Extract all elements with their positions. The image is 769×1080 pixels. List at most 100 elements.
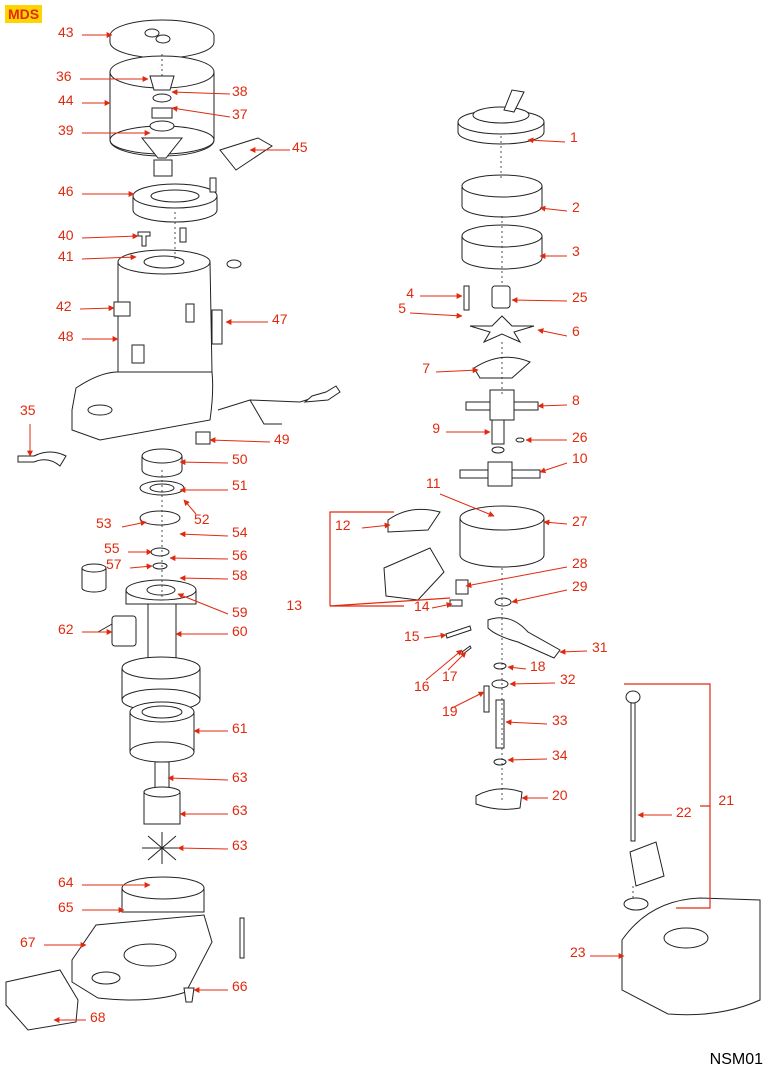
leader-line-25	[511, 297, 568, 304]
washer	[491, 446, 505, 454]
callout-label-67: 67	[20, 934, 36, 950]
screw	[179, 227, 187, 243]
washer	[152, 93, 172, 103]
motor-stator-top	[121, 656, 201, 680]
left-grinder-assembly	[5, 19, 341, 1031]
callout-label-42: 42	[56, 298, 72, 314]
body-top-hole	[143, 255, 185, 269]
leader-line-27	[543, 519, 568, 526]
doser-body-top	[459, 505, 545, 531]
stator-bore	[141, 705, 183, 719]
long-screw	[239, 917, 245, 959]
doser-lid-top	[472, 106, 530, 124]
callout-label-45: 45	[292, 139, 308, 155]
base-housing	[71, 371, 214, 441]
callout-label-11: 11	[426, 475, 441, 491]
tamper-disc	[623, 897, 649, 911]
callout-label-23: 23	[570, 944, 586, 960]
callout-label-40: 40	[58, 227, 74, 243]
regulator-plate	[219, 137, 273, 171]
lid-hole	[155, 34, 171, 44]
leader-line-15	[423, 632, 447, 639]
capacitor-cap-top	[81, 563, 107, 573]
callout-label-63b: 63	[232, 802, 248, 818]
callout-label-14: 14	[414, 598, 430, 614]
callout-label-33: 33	[552, 712, 568, 728]
callout-label-27: 27	[572, 513, 588, 529]
pin	[463, 285, 470, 311]
leader-line-42	[79, 305, 115, 312]
capacitor-wire	[97, 623, 113, 633]
leader-line-56	[169, 555, 229, 562]
rod-knob	[625, 690, 641, 704]
callout-label-1: 1	[570, 129, 578, 145]
plug	[303, 385, 341, 403]
callout-label-55: 55	[104, 540, 120, 556]
capacitor	[111, 615, 137, 647]
callout-label-6: 6	[572, 323, 580, 339]
spout-cover	[387, 508, 441, 533]
leader-line-6	[537, 328, 568, 337]
leader-line-29	[511, 589, 568, 604]
leader-line-5	[409, 312, 463, 319]
lever-pivot	[494, 597, 512, 607]
base-hole	[91, 971, 121, 985]
screw-40	[137, 231, 151, 247]
callout-label-60: 60	[232, 623, 248, 639]
ring	[493, 758, 507, 766]
callout-label-53: 53	[96, 515, 112, 531]
callout-label-34: 34	[552, 747, 568, 763]
leader-line-12	[361, 522, 391, 529]
side-button	[113, 301, 131, 317]
foot	[183, 987, 195, 1003]
callout-label-37: 37	[232, 106, 248, 122]
callout-label-48: 48	[58, 328, 74, 344]
callout-label-44: 44	[58, 92, 74, 108]
motor-flange-hub	[146, 584, 176, 596]
leader-line-17	[447, 651, 467, 671]
callout-label-18: 18	[530, 658, 546, 674]
drawing-code: NSM01	[709, 1051, 763, 1068]
doser-star-hub	[489, 389, 515, 421]
callout-label-21: 21	[718, 792, 734, 808]
hopper-stopper	[149, 75, 175, 91]
rotor-shaft	[154, 761, 170, 791]
tamper-cup	[663, 927, 709, 949]
callout-label-58: 58	[232, 567, 248, 583]
spring	[483, 685, 490, 713]
tamper-housing	[621, 897, 761, 1016]
callout-label-47: 47	[272, 311, 288, 327]
slot	[185, 303, 195, 323]
right-doser-assembly	[383, 89, 761, 1016]
callout-label-13: 13	[286, 597, 302, 613]
leader-line-40	[81, 233, 139, 240]
leader-line-10	[539, 462, 568, 474]
callout-label-63a: 63	[232, 769, 248, 785]
callout-label-7: 7	[422, 360, 430, 376]
leader-line-37	[171, 105, 231, 118]
callout-label-22: 22	[676, 804, 692, 820]
leader-line-19	[451, 691, 485, 709]
callout-label-46: 46	[58, 183, 74, 199]
callout-label-38: 38	[232, 83, 248, 99]
star-hub	[491, 285, 511, 309]
callout-label-54: 54	[232, 524, 248, 540]
callout-label-29: 29	[572, 578, 588, 594]
leader-line-1	[527, 137, 566, 144]
stator-bottom	[129, 741, 195, 763]
doser-ring-top	[461, 174, 543, 198]
leader-line-54	[179, 531, 229, 538]
side-vent	[211, 309, 223, 345]
callout-label-57: 57	[106, 556, 122, 572]
cord-wire	[249, 399, 282, 425]
bushing	[491, 679, 509, 689]
clip	[449, 599, 463, 607]
fan	[142, 832, 182, 864]
leader-line-59	[177, 593, 229, 615]
base-hole	[87, 404, 113, 416]
leader-line-50	[179, 459, 229, 466]
callout-label-9: 9	[432, 420, 440, 436]
leader-line-53	[121, 520, 147, 528]
